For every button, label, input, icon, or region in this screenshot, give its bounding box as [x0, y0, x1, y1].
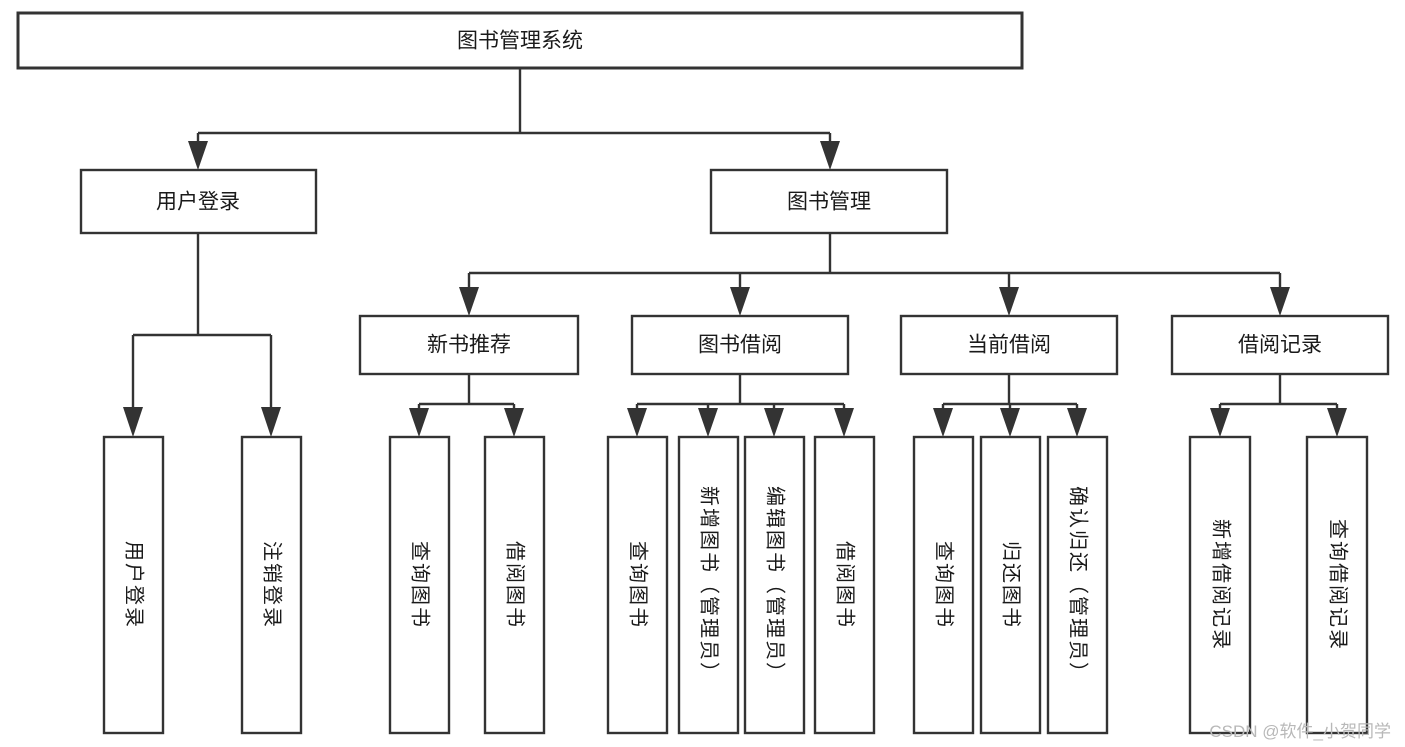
- node-label-book-borrow: 图书借阅: [698, 334, 782, 357]
- leaf-node-nbr-borrow-book[interactable]: 借阅图书: [483, 435, 546, 735]
- leaf-label-bb-query-book: 查询图书: [627, 541, 650, 629]
- connector-layer: [123, 68, 1347, 437]
- node-root-book-management-system[interactable]: 图书管理系统: [16, 11, 1024, 70]
- arrow-head-cb-leaf-1: [933, 408, 953, 437]
- node-label-root: 图书管理系统: [457, 30, 583, 53]
- leaf-node-logout[interactable]: 注销登录: [240, 435, 303, 735]
- node-label-book-management: 图书管理: [787, 191, 871, 214]
- arrow-head-borrow-record: [1270, 287, 1290, 316]
- leaf-label-cb-return-book: 归还图书: [1000, 541, 1023, 629]
- leaf-node-bb-edit-book[interactable]: 编辑图书（管理员）: [743, 435, 806, 735]
- arrow-head-user-login: [188, 141, 208, 170]
- arrow-head-nb-leaf-2: [504, 408, 524, 437]
- leaf-node-cb-query-book[interactable]: 查询图书: [912, 435, 975, 735]
- node-label-new-book-recommend: 新书推荐: [427, 334, 511, 357]
- arrow-head-cb-leaf-3: [1067, 408, 1087, 437]
- leaf-label-bb-borrow-book: 借阅图书: [834, 541, 857, 629]
- leaf-label-br-add-record: 新增借阅记录: [1210, 519, 1233, 651]
- leaf-node-user-login[interactable]: 用户登录: [102, 435, 165, 735]
- node-borrow-record[interactable]: 借阅记录: [1170, 314, 1390, 376]
- leaf-label-nbr-query-book: 查询图书: [409, 541, 432, 629]
- arrow-head-leaf-user-login: [123, 407, 143, 437]
- leaf-node-nbr-query-book[interactable]: 查询图书: [388, 435, 451, 735]
- arrow-head-leaf-logout: [261, 407, 281, 437]
- node-new-book-recommend[interactable]: 新书推荐: [358, 314, 580, 376]
- arrow-head-book-manage: [820, 141, 840, 170]
- leaf-label-logout: 注销登录: [261, 541, 284, 629]
- arrow-head-bb-leaf-3: [764, 408, 784, 437]
- leaf-node-bb-query-book[interactable]: 查询图书: [606, 435, 669, 735]
- arrow-head-bb-leaf-2: [698, 408, 718, 437]
- leaf-node-br-add-record[interactable]: 新增借阅记录: [1188, 435, 1252, 735]
- arrow-head-cb-leaf-2: [1000, 408, 1020, 437]
- leaf-label-bb-add-book: 新增图书（管理员）: [698, 486, 721, 684]
- leaf-label-user-login: 用户登录: [123, 541, 146, 629]
- leaf-label-cb-query-book: 查询图书: [933, 541, 956, 629]
- leaf-label-nbr-borrow-book: 借阅图书: [504, 541, 527, 629]
- arrow-head-nb-leaf-1: [409, 408, 429, 437]
- arrow-head-new-book-recommend: [459, 287, 479, 316]
- leaf-node-bb-borrow-book[interactable]: 借阅图书: [813, 435, 876, 735]
- leaf-node-cb-confirm-return[interactable]: 确认归还（管理员）: [1046, 435, 1109, 735]
- leaf-node-bb-add-book[interactable]: 新增图书（管理员）: [677, 435, 740, 735]
- node-book-management[interactable]: 图书管理: [709, 168, 949, 235]
- leaf-label-bb-edit-book: 编辑图书（管理员）: [764, 486, 787, 684]
- arrow-head-br-leaf-1: [1210, 408, 1230, 437]
- node-label-borrow-record: 借阅记录: [1238, 334, 1322, 357]
- node-book-borrow[interactable]: 图书借阅: [630, 314, 850, 376]
- node-current-borrow[interactable]: 当前借阅: [899, 314, 1119, 376]
- node-user-login[interactable]: 用户登录: [79, 168, 318, 235]
- arrow-head-br-leaf-2: [1327, 408, 1347, 437]
- arrow-head-book-borrow: [730, 287, 750, 316]
- arrow-head-bb-leaf-4: [834, 408, 854, 437]
- csdn-watermark: CSDN @软件_小贺同学: [1209, 722, 1391, 741]
- arrow-head-current-borrow: [999, 287, 1019, 316]
- arrow-head-bb-leaf-1: [627, 408, 647, 437]
- leaf-label-cb-confirm-return: 确认归还（管理员）: [1067, 486, 1090, 684]
- leaf-node-br-query-record[interactable]: 查询借阅记录: [1305, 435, 1369, 735]
- node-label-current-borrow: 当前借阅: [967, 334, 1051, 357]
- node-label-user-login: 用户登录: [156, 191, 240, 214]
- leaf-label-br-query-record: 查询借阅记录: [1327, 519, 1350, 651]
- leaf-node-cb-return-book[interactable]: 归还图书: [979, 435, 1042, 735]
